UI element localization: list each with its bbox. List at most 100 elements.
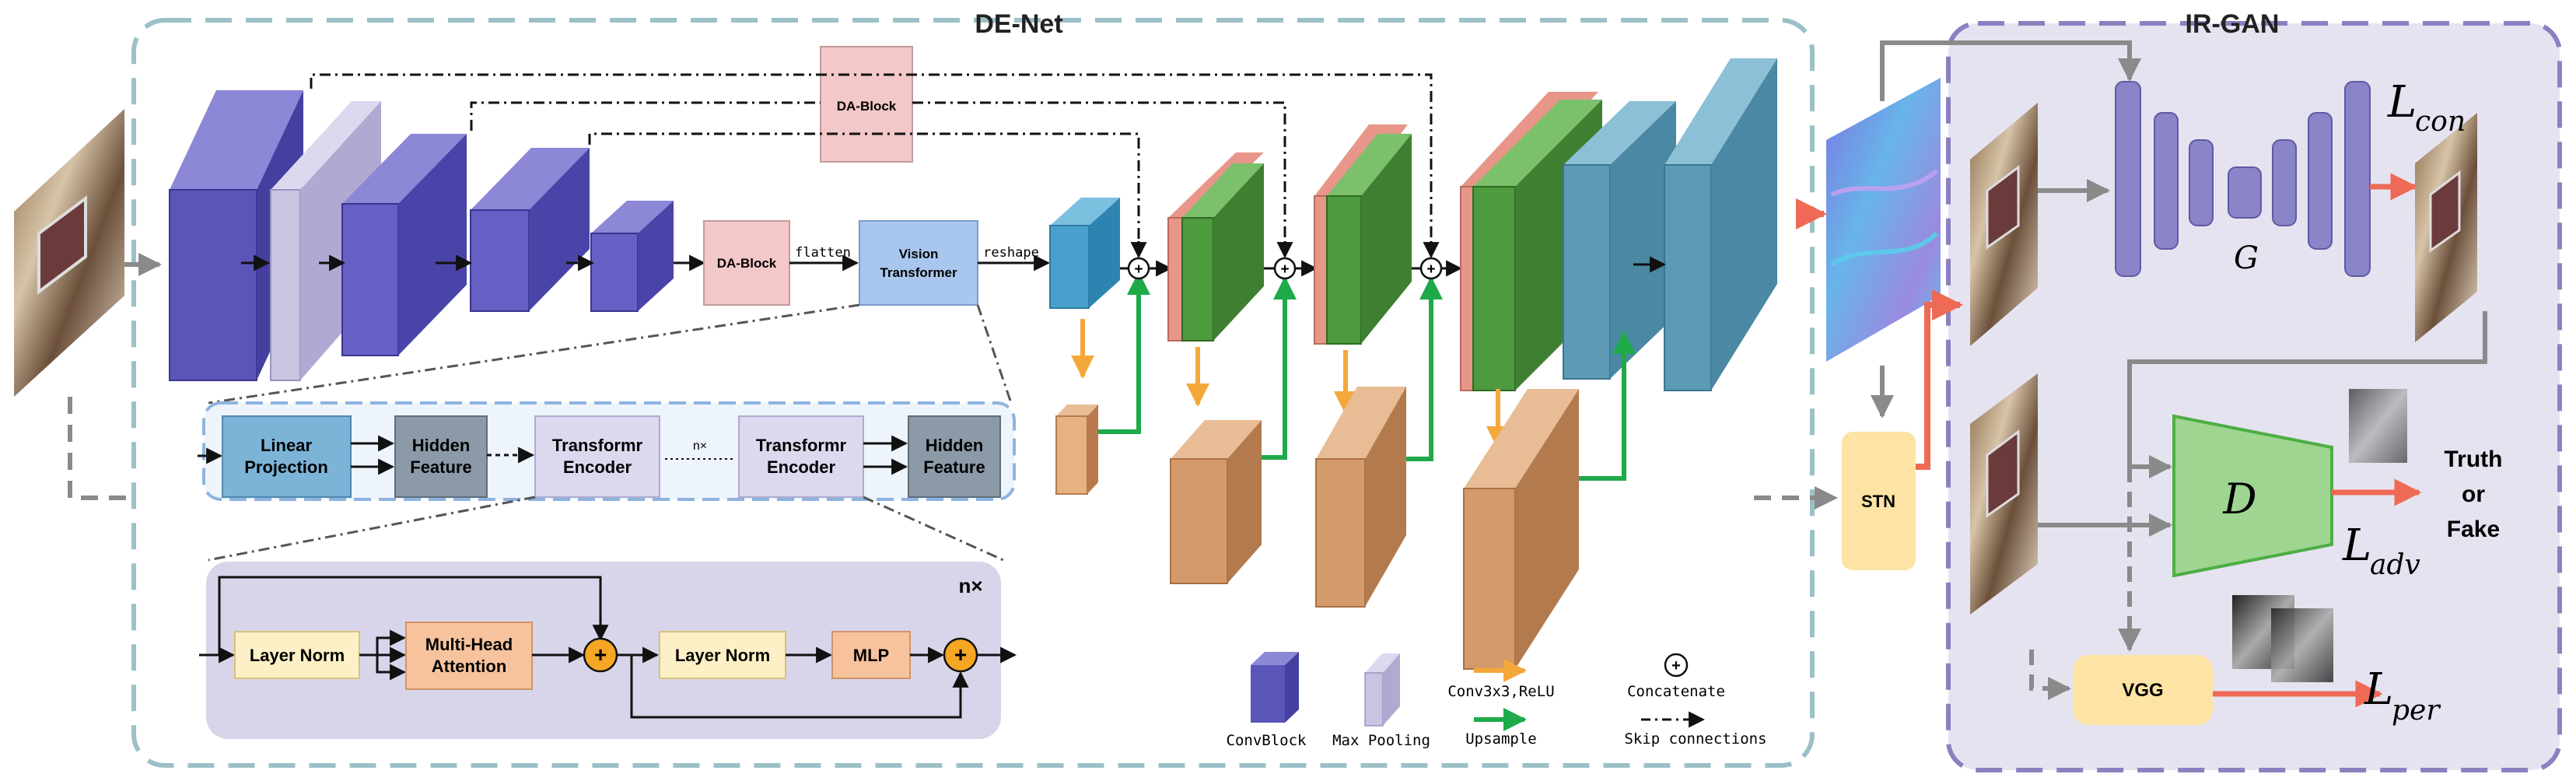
- generator-input-image: [1970, 103, 2038, 346]
- flow-to-gen-path: [1880, 40, 2141, 101]
- residual-add-1-plus: +: [594, 643, 607, 667]
- decoder-green-2: [1314, 124, 1412, 345]
- mlp-label: MLP: [853, 646, 889, 665]
- discriminator-block: [2172, 414, 2333, 578]
- decoder-green-1: [1167, 152, 1264, 341]
- loss-con-L: L: [2387, 77, 2417, 128]
- loss-con-sub: con: [2415, 106, 2466, 138]
- irgan-title: IR-GAN: [2186, 9, 2280, 39]
- ed-residual-1: [218, 576, 609, 655]
- encoder-detail-nx: n×: [958, 574, 982, 597]
- discriminator-label: D: [2222, 475, 2256, 524]
- hidden-feature-block-2: [908, 415, 1001, 498]
- generator-network: [2115, 81, 2371, 277]
- hidden-feature-2-label-1: Hidden: [926, 436, 984, 455]
- decoder-tan-3: [1315, 387, 1406, 608]
- layer-norm-2-label: Layer Norm: [675, 646, 770, 665]
- enc-zoom-line-1: [208, 496, 536, 562]
- mha-label-2: Attention: [432, 657, 507, 676]
- vit-label-1: Vision: [899, 247, 939, 261]
- legend-concat-icon: [1664, 653, 1689, 678]
- truth-label-2: or: [2462, 482, 2485, 507]
- encoder-convblock-3: [470, 148, 590, 312]
- loss-per-L: L: [2364, 664, 2393, 715]
- vgg-feature-maps: [2232, 595, 2333, 682]
- input-to-stn-path: [68, 397, 131, 500]
- concat-node-3-plus: +: [1426, 261, 1435, 278]
- mha-label-1: Multi-Head: [425, 635, 513, 654]
- legend-upsample-label: Upsample: [1465, 730, 1537, 748]
- decoder-tan-1: [1055, 405, 1098, 495]
- ed-residual-2: [630, 655, 969, 719]
- truth-label-3: Fake: [2447, 517, 2500, 542]
- residual-add-2-plus: +: [954, 643, 967, 667]
- vit-zoom-line-2: [976, 304, 1013, 404]
- encoder-1-label-1: Transformr: [552, 436, 643, 455]
- layer-norm-block-1: [234, 631, 360, 679]
- encoder-2-label-2: Encoder: [767, 457, 835, 477]
- real-to-vgg-arrow: [2029, 650, 2071, 700]
- dec1-upsample-arrow: [1098, 271, 1150, 434]
- legend-convblock-label: ConvBlock: [1227, 732, 1307, 749]
- linear-projection-label-2: Projection: [244, 457, 328, 477]
- legend-maxpool-icon: [1364, 653, 1400, 727]
- linear-projection-label-1: Linear: [261, 436, 312, 455]
- mha-block: [405, 622, 533, 690]
- input-image: [14, 109, 124, 397]
- loss-adv-L: L: [2342, 520, 2371, 571]
- dec3-upsample-arrow: [1406, 276, 1443, 461]
- da-block-bottleneck: [703, 220, 790, 306]
- enc-zoom-line-2: [863, 496, 1004, 562]
- vit-zoom-line-1: [208, 303, 860, 405]
- legend-maxpool-label: Max Pooling: [1332, 732, 1430, 749]
- ed-arrow-1a: [376, 629, 407, 655]
- encoder-2-label-1: Transformr: [756, 436, 847, 455]
- vit-label-2: Transformer: [880, 265, 957, 280]
- da-block-skip-label: DA-Block: [837, 99, 897, 114]
- generator-label: G: [2234, 240, 2259, 276]
- denet-title: DE-Net: [975, 9, 1062, 39]
- decoder-tan-2: [1170, 420, 1262, 584]
- hidden-feature-block-1: [394, 415, 488, 498]
- transformer-encoder-block-1: [534, 415, 660, 498]
- legend-concat-plus: +: [1671, 657, 1681, 674]
- stn-block: [1842, 432, 1916, 570]
- disc-feature-map: [2349, 389, 2407, 463]
- layer-norm-block-2: [659, 631, 786, 679]
- dec4-upsample-arrow: [1579, 331, 1636, 481]
- encoder-1-label-2: Encoder: [563, 457, 632, 477]
- decoder-bluecube: [1049, 198, 1120, 309]
- vgg-block: [2073, 655, 2213, 725]
- denet-panel: [131, 18, 1815, 768]
- skip-connections: [310, 73, 1433, 257]
- concat-node-1-plus: +: [1134, 261, 1143, 278]
- gen-to-disc-path: [2127, 311, 2487, 478]
- loss-per-sub: per: [2392, 695, 2441, 727]
- concat-node-2-plus: +: [1280, 261, 1289, 278]
- stn-label: STN: [1861, 492, 1895, 511]
- decoder-tan-4: [1463, 389, 1579, 670]
- da-block-bottleneck-label: DA-Block: [717, 256, 777, 271]
- da-block-skip: [820, 46, 913, 163]
- stn-to-irgan-arrow: [1916, 289, 1963, 470]
- hidden-feature-2-label-2: Feature: [923, 457, 985, 477]
- decoder-teal-1: [1563, 101, 1676, 380]
- mlp-block: [831, 631, 911, 679]
- encoder-convblock-2: [341, 134, 467, 356]
- hidden-feature-1-label-1: Hidden: [412, 436, 471, 455]
- flow-field-image: [1826, 78, 1941, 362]
- linear-projection-block: [222, 415, 352, 498]
- irgan-panel: [1946, 21, 2562, 772]
- vision-transformer-block: [859, 220, 978, 306]
- real-image: [1970, 373, 2038, 615]
- layer-norm-1-label: Layer Norm: [250, 646, 345, 665]
- loss-adv-sub: adv: [2370, 549, 2420, 581]
- hidden-feature-1-label-2: Feature: [410, 457, 471, 477]
- generator-output-image: [2415, 113, 2477, 342]
- decoder-teal-2: [1664, 58, 1777, 391]
- tp-nx-label: n×: [693, 440, 707, 453]
- dec2-upsample-arrow: [1262, 276, 1297, 460]
- legend-conv-label: Conv3x3,ReLU: [1447, 683, 1554, 700]
- truth-label-1: Truth: [2445, 447, 2503, 472]
